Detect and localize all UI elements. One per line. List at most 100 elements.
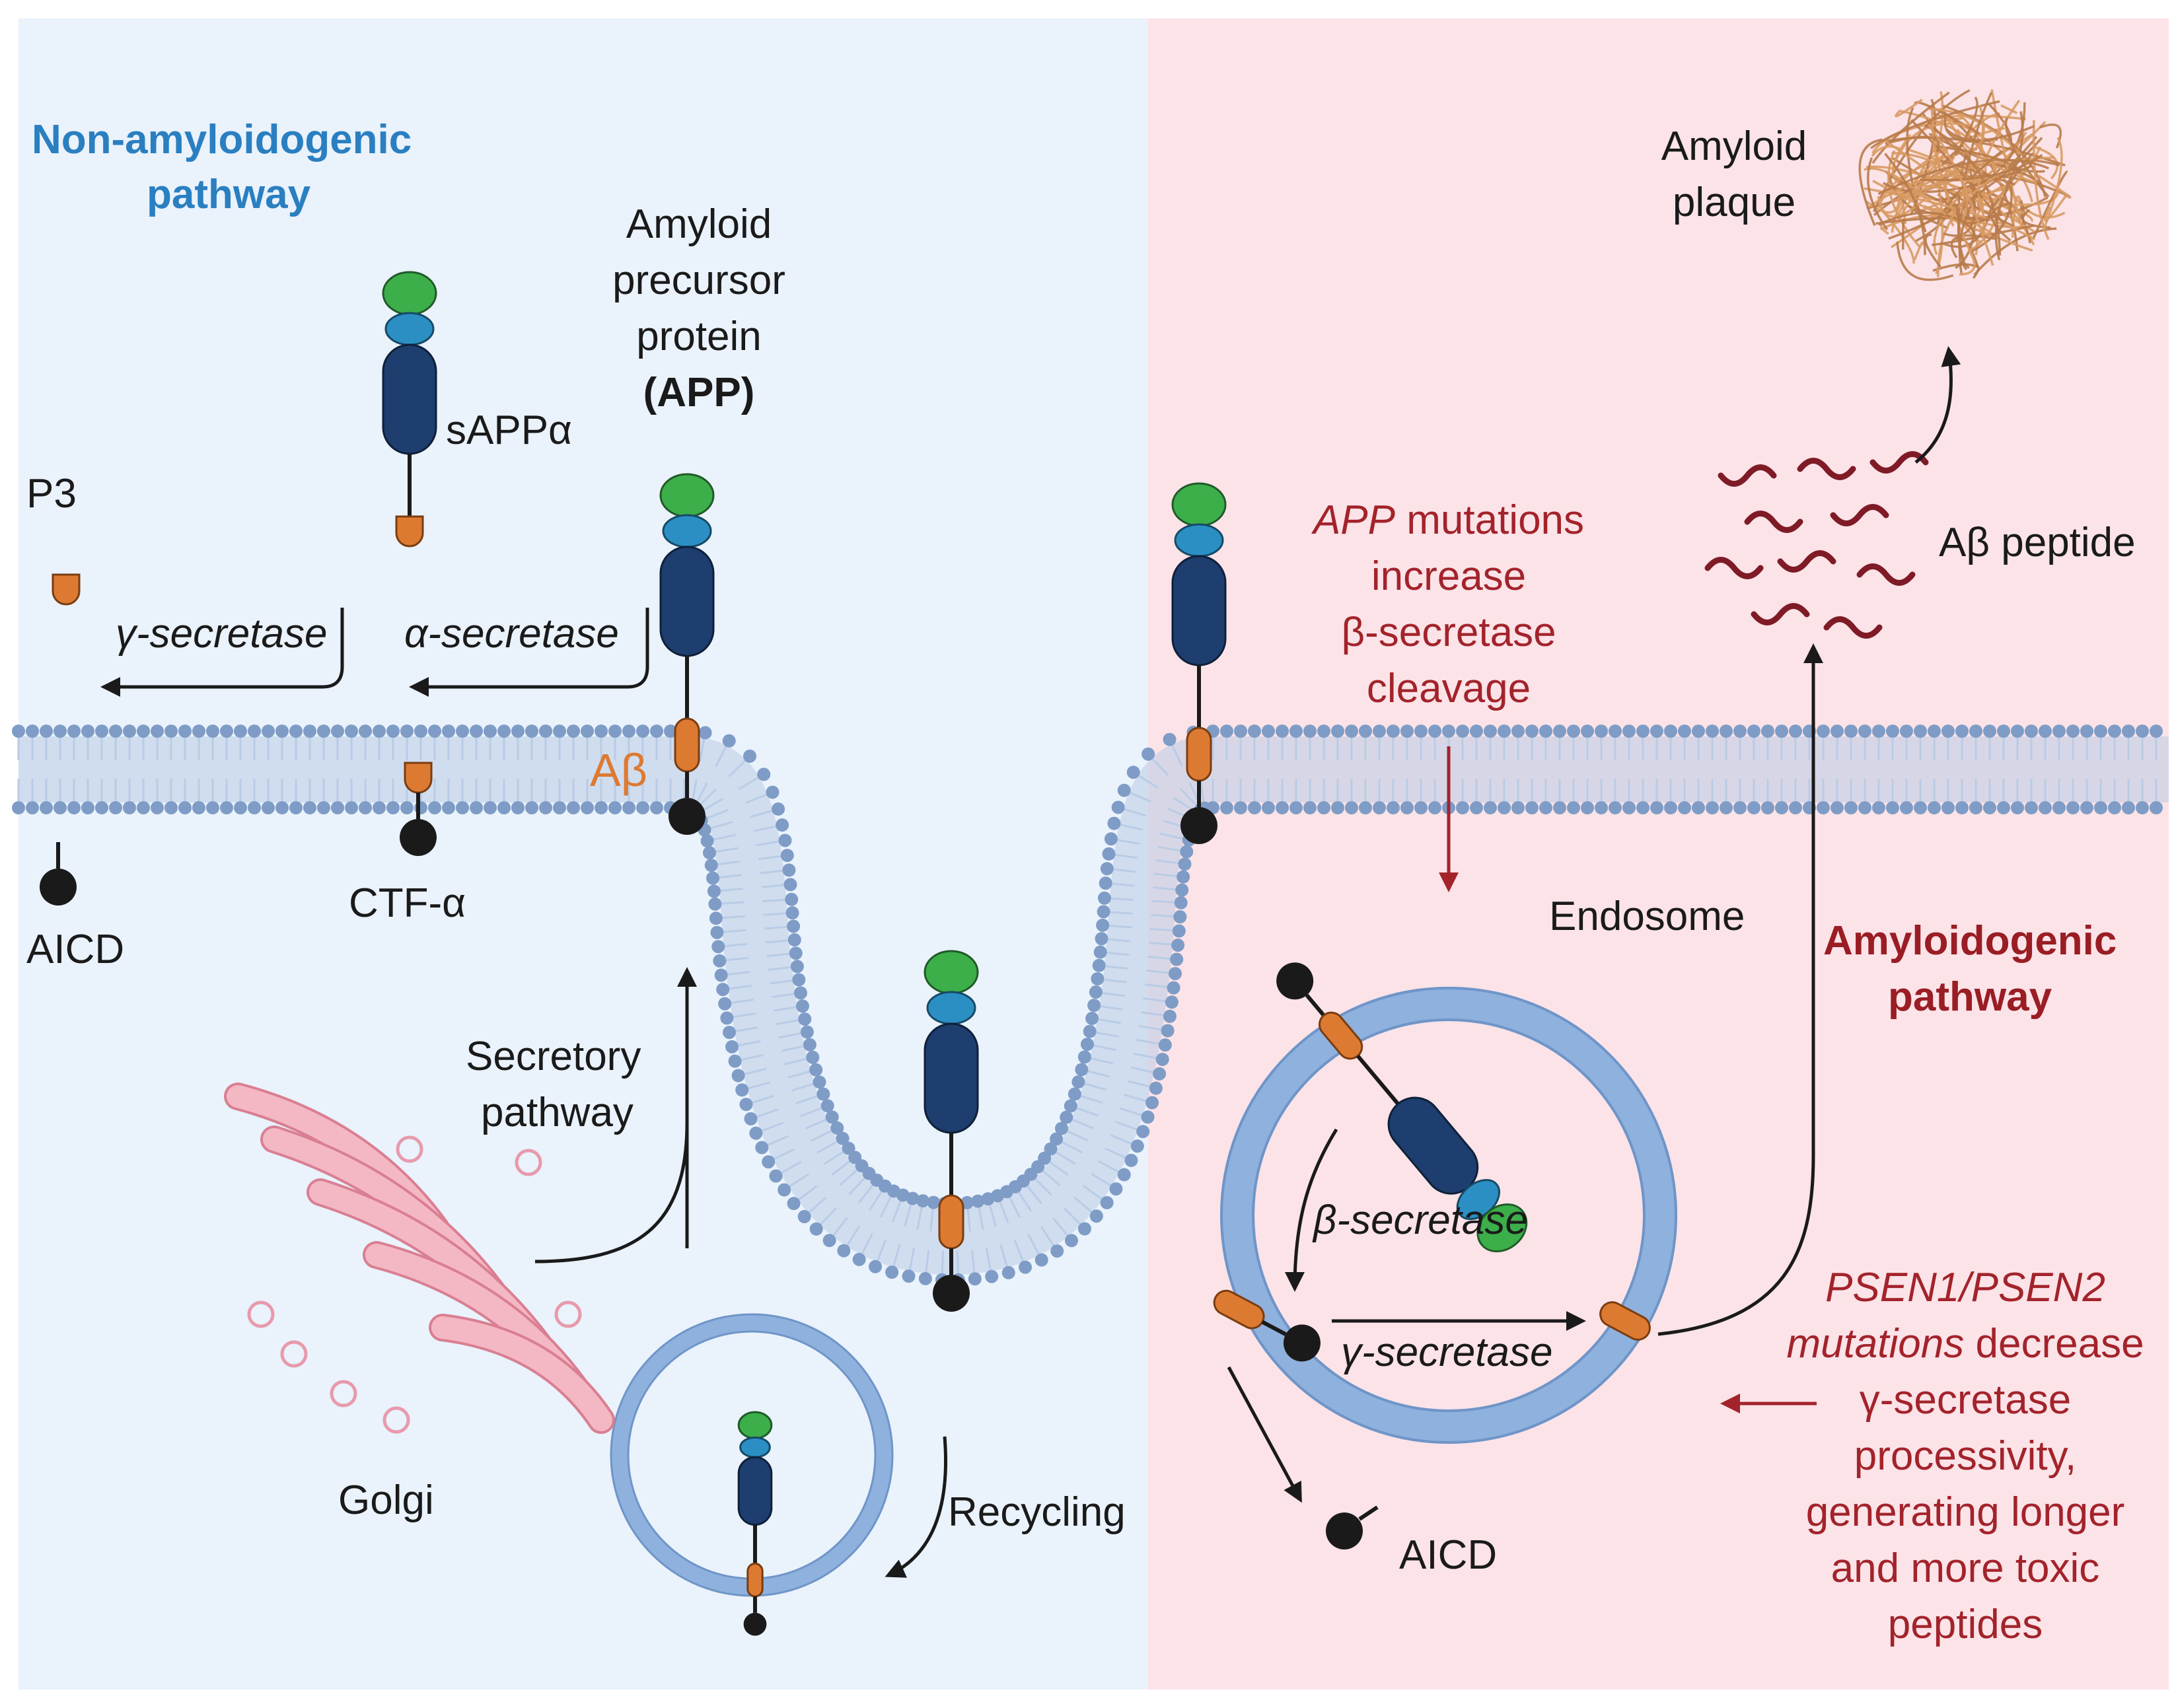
lipid-tail [767, 1135, 789, 1146]
lipid-tail [1151, 913, 1174, 917]
lipid-head [386, 725, 400, 738]
lipid-head [1386, 725, 1400, 738]
lipid-tail [770, 979, 793, 985]
lipid-tail [1141, 1011, 1164, 1016]
lipid-head [164, 801, 178, 814]
app-e2-domain [739, 1436, 771, 1458]
lipid-head [1969, 725, 1982, 738]
lipid-head [769, 1169, 783, 1183]
lipid-head [1691, 801, 1705, 814]
lipid-tail [1110, 911, 1133, 915]
lipid-head [1885, 725, 1899, 738]
lipid-head [331, 801, 344, 814]
lipid-tail [764, 925, 787, 930]
lipid-head [1760, 801, 1774, 814]
lipid-tail [738, 1040, 761, 1047]
lipid-head [2135, 801, 2149, 814]
beta-secretase-arrow [1285, 1128, 1338, 1292]
lipid-head [1913, 725, 1927, 738]
app-full-membrane-left [659, 473, 715, 835]
non-amyloidogenic-title-line1: Non-amyloidogenic [32, 117, 412, 162]
lipid-head [234, 801, 247, 814]
lipid-head [400, 801, 414, 814]
lipid-tail [774, 1006, 797, 1012]
lipid-tail [1151, 758, 1169, 776]
aicd-fragment-right [1326, 1505, 1379, 1549]
lipid-head [1386, 801, 1400, 814]
lipid-head [539, 801, 552, 814]
app-in-vesicle [737, 1411, 773, 1636]
lipid-head [1677, 725, 1691, 738]
lipid-head [1816, 725, 1830, 738]
lipid-head [1525, 801, 1539, 814]
lipid-tail [1127, 1080, 1150, 1088]
lipid-head [1414, 725, 1428, 738]
app-e1-domain [382, 271, 437, 316]
app-mutation-note: APP mutations increase β-secretase cleav… [1311, 497, 1584, 711]
lipid-tail [723, 929, 746, 933]
lipid-head [1858, 725, 1871, 738]
lipid-head [820, 1099, 834, 1113]
lipid-head [728, 1054, 742, 1068]
secretory-pathway-line2: pathway [481, 1090, 634, 1135]
lipid-head [248, 801, 261, 814]
lipid-head [1844, 725, 1858, 738]
lipid-head [1885, 801, 1899, 814]
golgi-label: Golgi [338, 1477, 434, 1523]
lipid-head [1469, 725, 1483, 738]
lipid-head [497, 725, 511, 738]
lipid-head [553, 801, 566, 814]
lipid-head [40, 725, 53, 738]
fibril [1950, 168, 2006, 227]
lipid-head [1539, 725, 1552, 738]
abeta-domain [746, 1562, 764, 1598]
lipid-tail [811, 1129, 832, 1142]
lipid-head [707, 884, 721, 898]
lipid-tail [721, 901, 744, 905]
abeta-peptide [1830, 504, 1889, 526]
lipid-head [26, 801, 39, 814]
lipid-tail [727, 970, 750, 976]
app-in-endosome [1276, 962, 1528, 1253]
lipid-head [1077, 1222, 1091, 1236]
lipid-tail [999, 1201, 1009, 1223]
gamma-secretase-label-right: γ-secretase [1341, 1330, 1552, 1375]
lipid-tail [789, 1173, 809, 1188]
lipid-tail [1124, 1094, 1146, 1102]
lipid-tail [1144, 983, 1167, 988]
lipid-head [1219, 725, 1233, 738]
lipid-head [1177, 870, 1190, 884]
lipid-tail [710, 821, 733, 830]
lipid-head [1097, 905, 1110, 919]
lipid-tail [772, 993, 795, 999]
lipid-head [918, 1271, 932, 1285]
lipid-head [1788, 801, 1802, 814]
lipid-tail [879, 1196, 892, 1218]
non-amyloidogenic-title-line2: pathway [147, 172, 311, 217]
lipid-head [151, 725, 164, 738]
lipid-head [755, 1141, 769, 1155]
lipid-tail [805, 1118, 827, 1130]
app-e2-domain [926, 991, 976, 1025]
app-e2-domain [1174, 523, 1224, 557]
lipid-head [1219, 801, 1233, 814]
lipid-tail [1098, 1018, 1121, 1024]
fibril [1940, 159, 2015, 186]
lipid-head [1941, 801, 1955, 814]
fibril [1884, 153, 1926, 256]
lipid-tail [1093, 1044, 1116, 1051]
app-label-line4: (APP) [643, 370, 755, 415]
abeta-domain [674, 717, 700, 773]
lipid-tail [691, 779, 698, 802]
lipid-head [1317, 725, 1330, 738]
lipid-head [1153, 1067, 1167, 1081]
lipid-head [636, 801, 649, 814]
lipid-head [1117, 783, 1131, 797]
lipid-head [1733, 801, 1747, 814]
lipid-head [1788, 725, 1802, 738]
app-e2-domain [384, 312, 435, 346]
aicd-label-right: AICD [1399, 1532, 1497, 1578]
lipid-head [1511, 725, 1525, 738]
lipid-tail [978, 1207, 984, 1230]
lipid-head [2010, 725, 2024, 738]
